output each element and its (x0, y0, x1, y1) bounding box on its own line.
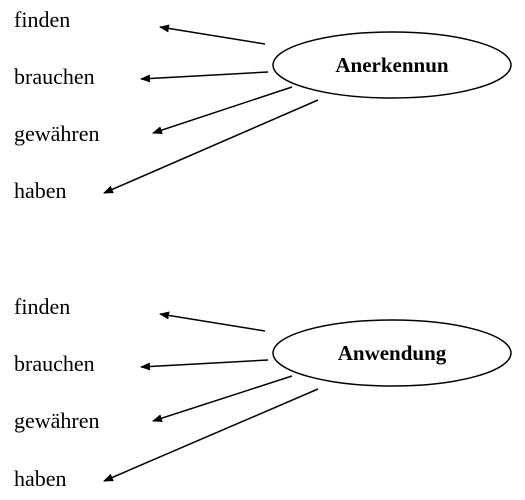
verb-label: gewähren (14, 408, 100, 433)
edge-2-gewaehren (152, 375, 293, 423)
verb-label: brauchen (14, 351, 95, 376)
edge-2-finden (159, 311, 266, 332)
edge-2-brauchen (140, 359, 269, 371)
verb-label: haben (14, 466, 67, 491)
edge-1-finden (159, 24, 266, 45)
verb-label: finden (14, 294, 70, 319)
noun-node-ellipse (272, 319, 512, 387)
verb-label: finden (14, 7, 70, 32)
diagram-1: finden brauchen gewähren haben Anerkennu… (14, 7, 512, 203)
edge-1-haben (103, 99, 319, 194)
verb-label: brauchen (14, 64, 95, 89)
noun-node-ellipse (272, 31, 512, 99)
diagram-2: finden brauchen gewähren haben Anwendung (14, 294, 512, 491)
edge-1-brauchen (140, 71, 269, 83)
noun-label: Anerkennun (335, 53, 449, 77)
edge-2-haben (103, 388, 319, 482)
verb-label: haben (14, 178, 67, 203)
noun-label: Anwendung (338, 341, 447, 365)
edge-1-gewaehren (152, 86, 293, 134)
verb-label: gewähren (14, 121, 100, 146)
